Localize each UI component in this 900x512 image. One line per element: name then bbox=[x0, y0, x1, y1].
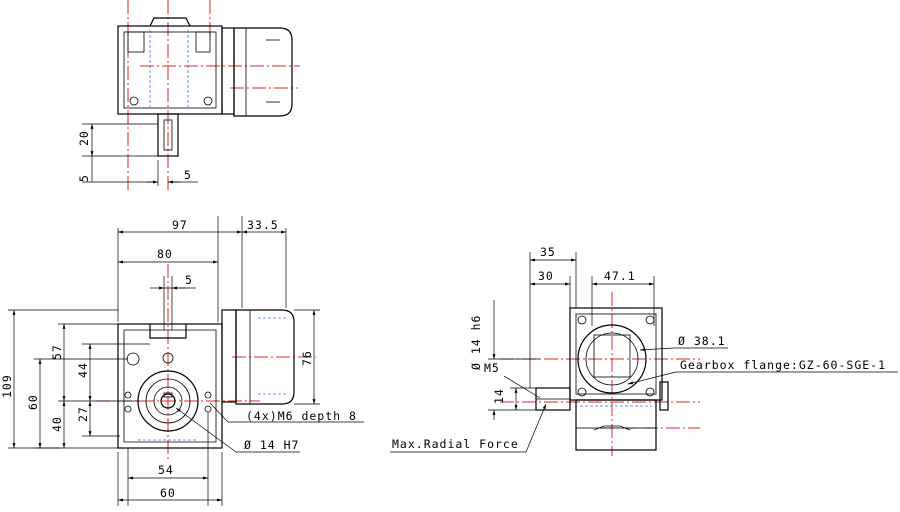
front-dim-60-bottom: 60 bbox=[160, 486, 176, 500]
top-dim-5-vertical-text: 5 bbox=[77, 174, 91, 182]
note-holes: (4x)M6 depth 8 bbox=[246, 409, 357, 423]
side-view: 35 30 47.1 Ø 14 h6 M5 14 Ø 38.1 Gearbox … bbox=[390, 245, 898, 456]
front-dim-57: 57 bbox=[50, 344, 64, 360]
side-dim-shaft-dia: Ø 14 h6 bbox=[469, 315, 483, 370]
front-dim-60: 60 bbox=[26, 394, 40, 410]
side-dim-thread: M5 bbox=[484, 361, 500, 375]
front-view: 97 33.5 80 5 109 60 57 40 44 27 bbox=[0, 216, 364, 506]
top-dim-20: 20 bbox=[77, 130, 91, 146]
note-flange-dia: Ø 38.1 bbox=[678, 334, 726, 348]
side-dim-14: 14 bbox=[492, 388, 506, 404]
front-dim-40: 40 bbox=[50, 416, 64, 432]
note-radial-force: Max.Radial Force bbox=[392, 437, 519, 451]
note-bore: Ø 14 H7 bbox=[244, 438, 299, 452]
front-dim-97: 97 bbox=[172, 218, 188, 232]
front-dim-44: 44 bbox=[76, 362, 90, 378]
side-dim-35: 35 bbox=[540, 245, 556, 259]
top-view: 20 5 5 bbox=[77, 0, 300, 190]
side-dim-30: 30 bbox=[538, 269, 554, 283]
front-dim-80: 80 bbox=[157, 247, 173, 261]
front-dim-5: 5 bbox=[185, 273, 193, 287]
front-dim-33-5: 33.5 bbox=[247, 218, 279, 232]
front-dim-27: 27 bbox=[76, 406, 90, 422]
front-dim-54: 54 bbox=[158, 463, 174, 477]
side-dim-47-1: 47.1 bbox=[604, 269, 636, 283]
front-dim-109: 109 bbox=[0, 374, 14, 398]
top-dim-5-horizontal: 5 bbox=[184, 168, 192, 182]
note-flange: Gearbox flange:GZ-60-SGE-1 bbox=[680, 358, 886, 372]
front-dim-76: 76 bbox=[300, 350, 314, 366]
